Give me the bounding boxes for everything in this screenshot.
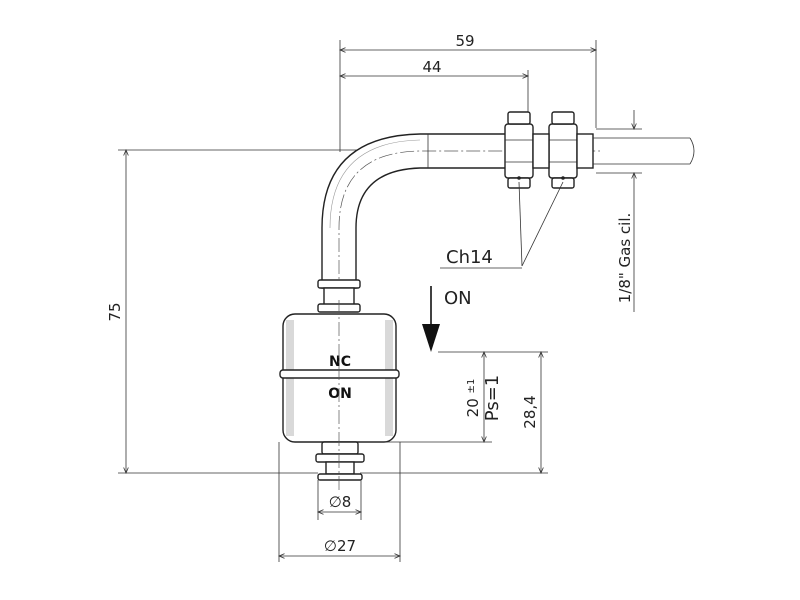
svg-text:∅27: ∅27 bbox=[324, 537, 356, 555]
nut-spacer bbox=[532, 133, 550, 169]
cable bbox=[593, 137, 695, 165]
svg-text:∅8: ∅8 bbox=[329, 493, 352, 511]
travel-tolerance: ±1 bbox=[466, 379, 477, 394]
overall-width-label: 59 bbox=[455, 32, 474, 50]
float-body: NC ON bbox=[279, 313, 400, 443]
thread-body bbox=[576, 133, 594, 169]
stem-diameter-symbol: ∅ bbox=[329, 493, 342, 511]
switch-state-label: ON bbox=[444, 288, 472, 309]
switch-direction-arrow: ON bbox=[422, 286, 472, 352]
upper-collar bbox=[317, 279, 361, 313]
dimension-offset: 28,4 bbox=[521, 352, 541, 473]
dimension-height: 75 bbox=[106, 150, 430, 473]
stem-diameter-label: 8 bbox=[342, 493, 352, 511]
float-diameter-label: 27 bbox=[337, 537, 356, 555]
dimension-travel: 20 ±1 Ps=1 bbox=[360, 352, 548, 474]
bend-width-label: 44 bbox=[422, 58, 441, 76]
float-upper-label: NC bbox=[329, 354, 351, 370]
travel-label: 20 bbox=[464, 398, 482, 417]
svg-text:20 ±1: 20 ±1 bbox=[464, 379, 482, 418]
bent-tube bbox=[321, 133, 600, 296]
ps-label: Ps=1 bbox=[482, 375, 503, 421]
hex-nut-right bbox=[548, 111, 578, 189]
nut-size-label: Ch14 bbox=[446, 247, 493, 268]
offset-label: 28,4 bbox=[521, 395, 539, 428]
thread-label: 1/8" Gas cil. bbox=[616, 213, 634, 304]
dimension-bend-width: 44 bbox=[340, 58, 528, 115]
float-lower-label: ON bbox=[328, 386, 352, 402]
dimension-float-diameter: ∅27 bbox=[279, 442, 400, 562]
dimension-thread: 1/8" Gas cil. bbox=[596, 110, 642, 312]
dimension-stem-diameter: ∅8 bbox=[318, 480, 361, 520]
dimension-overall-width: 59 bbox=[340, 32, 596, 152]
nut-callout: Ch14 bbox=[440, 181, 564, 269]
height-label: 75 bbox=[106, 302, 124, 321]
hex-nut-left bbox=[504, 111, 534, 189]
lower-stop bbox=[315, 441, 365, 481]
float-diameter-symbol: ∅ bbox=[324, 537, 337, 555]
